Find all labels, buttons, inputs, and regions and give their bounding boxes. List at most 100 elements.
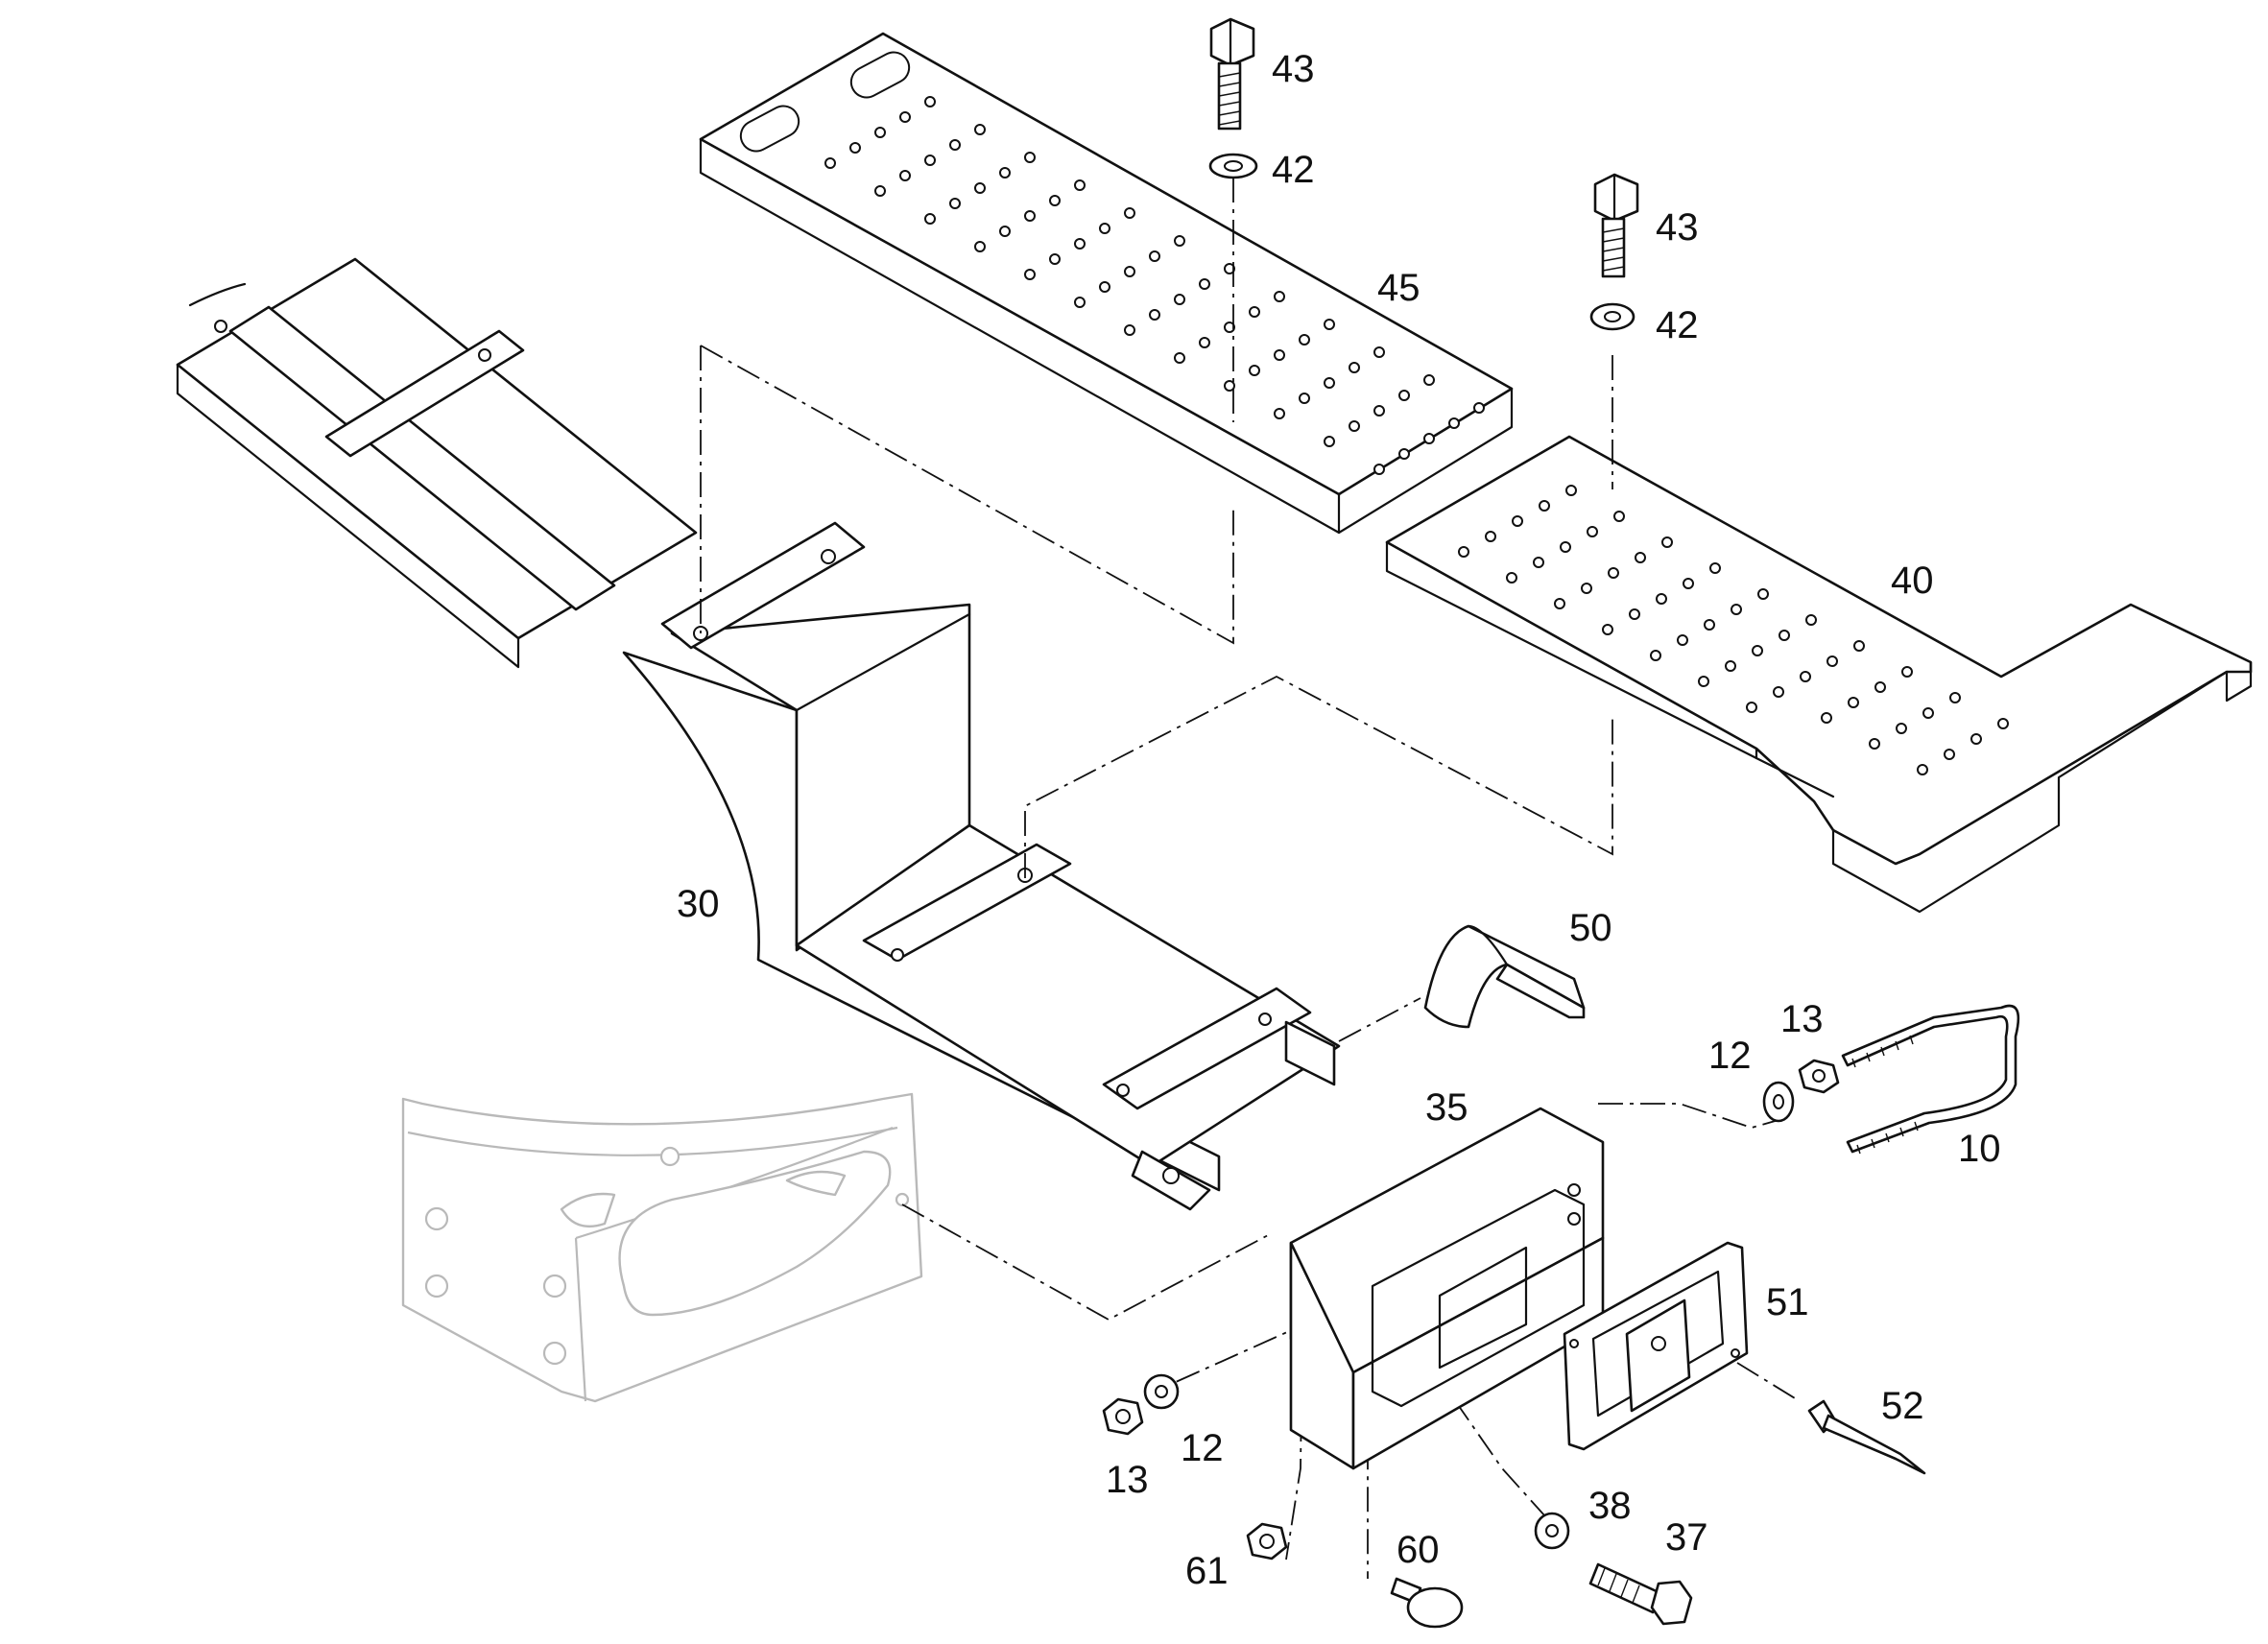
perforation-hole — [1917, 764, 1928, 775]
perforation-hole — [1970, 733, 1982, 745]
bolt-part-60 — [1390, 1577, 1464, 1629]
callout-61: 61 — [1185, 1550, 1229, 1592]
callout-40: 40 — [1891, 560, 1934, 602]
washer-part-12-lower — [1143, 1373, 1180, 1410]
ubolt-part-10 — [1841, 1004, 2020, 1155]
perforation-hole — [1635, 552, 1646, 563]
callout-43-upper: 43 — [1272, 48, 1315, 90]
step-plate-part-45 — [699, 32, 1514, 535]
perforation-hole — [1683, 578, 1694, 589]
perforation-hole — [999, 167, 1011, 179]
bolt-part-43-upper — [1209, 17, 1255, 131]
nut-part-13-upper — [1798, 1059, 1840, 1094]
perforation-hole — [1650, 650, 1661, 661]
perforation-hole — [1124, 207, 1135, 219]
perforation-hole — [1539, 500, 1550, 512]
step-plate-part-40 — [1385, 435, 2253, 914]
perforation-hole — [1398, 448, 1410, 460]
perforation-hole — [1848, 697, 1859, 708]
perforation-hole — [1174, 294, 1185, 305]
perforation-hole — [1274, 349, 1285, 361]
perforation-hole — [1613, 511, 1625, 522]
callout-10: 10 — [1958, 1128, 2001, 1170]
perforation-hole — [1677, 634, 1688, 646]
perforation-hole — [1826, 655, 1838, 667]
perforation-hole — [974, 124, 986, 135]
perforation-hole — [1949, 692, 1961, 703]
callout-60: 60 — [1397, 1529, 1440, 1571]
perforation-hole — [1560, 541, 1571, 553]
callout-43-lower: 43 — [1656, 206, 1699, 249]
callout-42-lower: 42 — [1656, 304, 1699, 346]
perforation-hole — [1901, 666, 1913, 678]
perforation-hole — [1124, 324, 1135, 336]
perforation-hole — [1024, 210, 1036, 222]
perforation-hole — [1224, 263, 1235, 274]
perforation-hole — [974, 241, 986, 252]
callout-51: 51 — [1766, 1281, 1809, 1323]
perforation-hole — [1149, 250, 1160, 262]
callout-42-upper: 42 — [1272, 149, 1315, 191]
perforation-hole — [1874, 681, 1886, 693]
perforation-hole — [1249, 306, 1260, 318]
washer-part-42-lower — [1589, 302, 1635, 331]
perforation-hole — [1373, 405, 1385, 417]
perforation-hole — [1997, 718, 2009, 729]
perforation-hole — [899, 111, 911, 123]
perforation-hole — [1506, 572, 1517, 584]
perforation-hole — [1174, 235, 1185, 247]
perforation-hole — [1773, 686, 1784, 698]
perforation-hole — [1199, 278, 1210, 290]
callout-50: 50 — [1569, 907, 1612, 949]
perforation-hole — [1224, 322, 1235, 333]
perforation-hole — [1124, 266, 1135, 277]
perforation-hole — [1299, 393, 1310, 404]
perforation-hole — [1373, 464, 1385, 475]
screw-part-52 — [1807, 1399, 1926, 1475]
perforation-hole — [1661, 536, 1673, 548]
perforation-hole — [1324, 436, 1335, 447]
perforation-hole — [1324, 377, 1335, 389]
perforation-hole — [1174, 352, 1185, 364]
perforation-hole — [1587, 526, 1598, 537]
perforation-hole — [874, 127, 886, 138]
bracket-part-50 — [1423, 924, 1586, 1029]
perforation-hole — [1224, 380, 1235, 392]
washer-part-42-upper — [1208, 153, 1258, 179]
callout-45: 45 — [1377, 267, 1420, 309]
nut-part-61 — [1246, 1522, 1288, 1561]
latch-handle-part-51 — [1563, 1241, 1749, 1451]
perforation-hole — [1349, 420, 1360, 432]
perforation-hole — [1199, 337, 1210, 348]
perforation-hole — [1922, 707, 1934, 719]
perforation-hole — [924, 155, 936, 166]
perforation-hole — [1746, 702, 1757, 713]
callout-13-upper: 13 — [1780, 998, 1824, 1040]
perforation-hole — [1024, 152, 1036, 163]
perforation-hole — [949, 198, 961, 209]
perforation-hole — [1725, 660, 1736, 672]
perforation-hole — [1274, 408, 1285, 419]
perforation-hole — [1608, 567, 1619, 579]
perforation-hole — [1581, 583, 1592, 594]
perforation-hole — [1398, 390, 1410, 401]
callout-12-lower: 12 — [1181, 1427, 1224, 1469]
callout-35: 35 — [1425, 1086, 1468, 1129]
perforation-hole — [1565, 485, 1577, 496]
perforation-hole — [1149, 309, 1160, 321]
perforation-hole — [1423, 433, 1435, 444]
perforation-hole — [1099, 281, 1110, 293]
perforation-hole — [899, 170, 911, 181]
perforation-hole — [1704, 619, 1715, 631]
frame-part-30 — [176, 257, 1341, 1211]
callout-12-upper: 12 — [1708, 1035, 1752, 1077]
perforation-hole — [1423, 374, 1435, 386]
perforation-hole — [1324, 319, 1335, 330]
perforation-hole — [1554, 598, 1565, 609]
perforation-hole — [1074, 238, 1086, 250]
washer-part-12-upper — [1762, 1081, 1795, 1123]
perforation-hole — [1869, 738, 1880, 750]
perforation-hole — [1821, 712, 1832, 724]
perforation-hole — [1274, 291, 1285, 302]
perforation-hole — [1485, 531, 1496, 542]
